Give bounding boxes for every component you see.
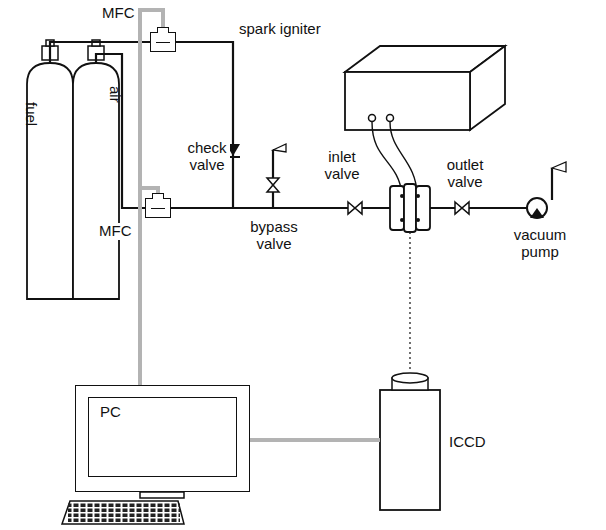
component-label: check valve xyxy=(184,139,230,174)
computer-monitor: PC xyxy=(75,385,250,492)
device-label: MFC xyxy=(98,223,133,240)
device-label: ICCD xyxy=(448,434,487,451)
component-label: spark igniter xyxy=(238,20,322,37)
component-label: vacuum pump xyxy=(508,226,572,261)
component-label: bypass valve xyxy=(240,218,308,253)
iccd-camera: ICCD xyxy=(380,372,440,510)
signal-cable xyxy=(250,440,380,441)
component-label: outlet valve xyxy=(438,156,492,191)
flow-sensor-bar xyxy=(152,193,164,199)
connector-line xyxy=(50,42,150,62)
flow-sensor-bar xyxy=(157,27,169,33)
gas-cylinder: air xyxy=(72,62,120,300)
component-label: inlet valve xyxy=(318,148,366,183)
flow-channel xyxy=(156,42,170,43)
signal-cable xyxy=(140,10,163,385)
gas-cylinder: fuel xyxy=(26,62,74,300)
gas-line xyxy=(50,42,150,62)
gas-name: fuel xyxy=(23,102,40,126)
flow-channel xyxy=(151,208,165,209)
gas-name: air xyxy=(107,86,124,103)
cylinder-outline xyxy=(26,62,74,300)
mass-flow-controller: MFC xyxy=(145,198,171,218)
computer-label: PC xyxy=(100,404,121,421)
connector-line xyxy=(250,438,380,442)
connector-line xyxy=(140,10,163,385)
device-label: MFC xyxy=(101,5,136,22)
mass-flow-controller: MFC xyxy=(150,32,176,52)
